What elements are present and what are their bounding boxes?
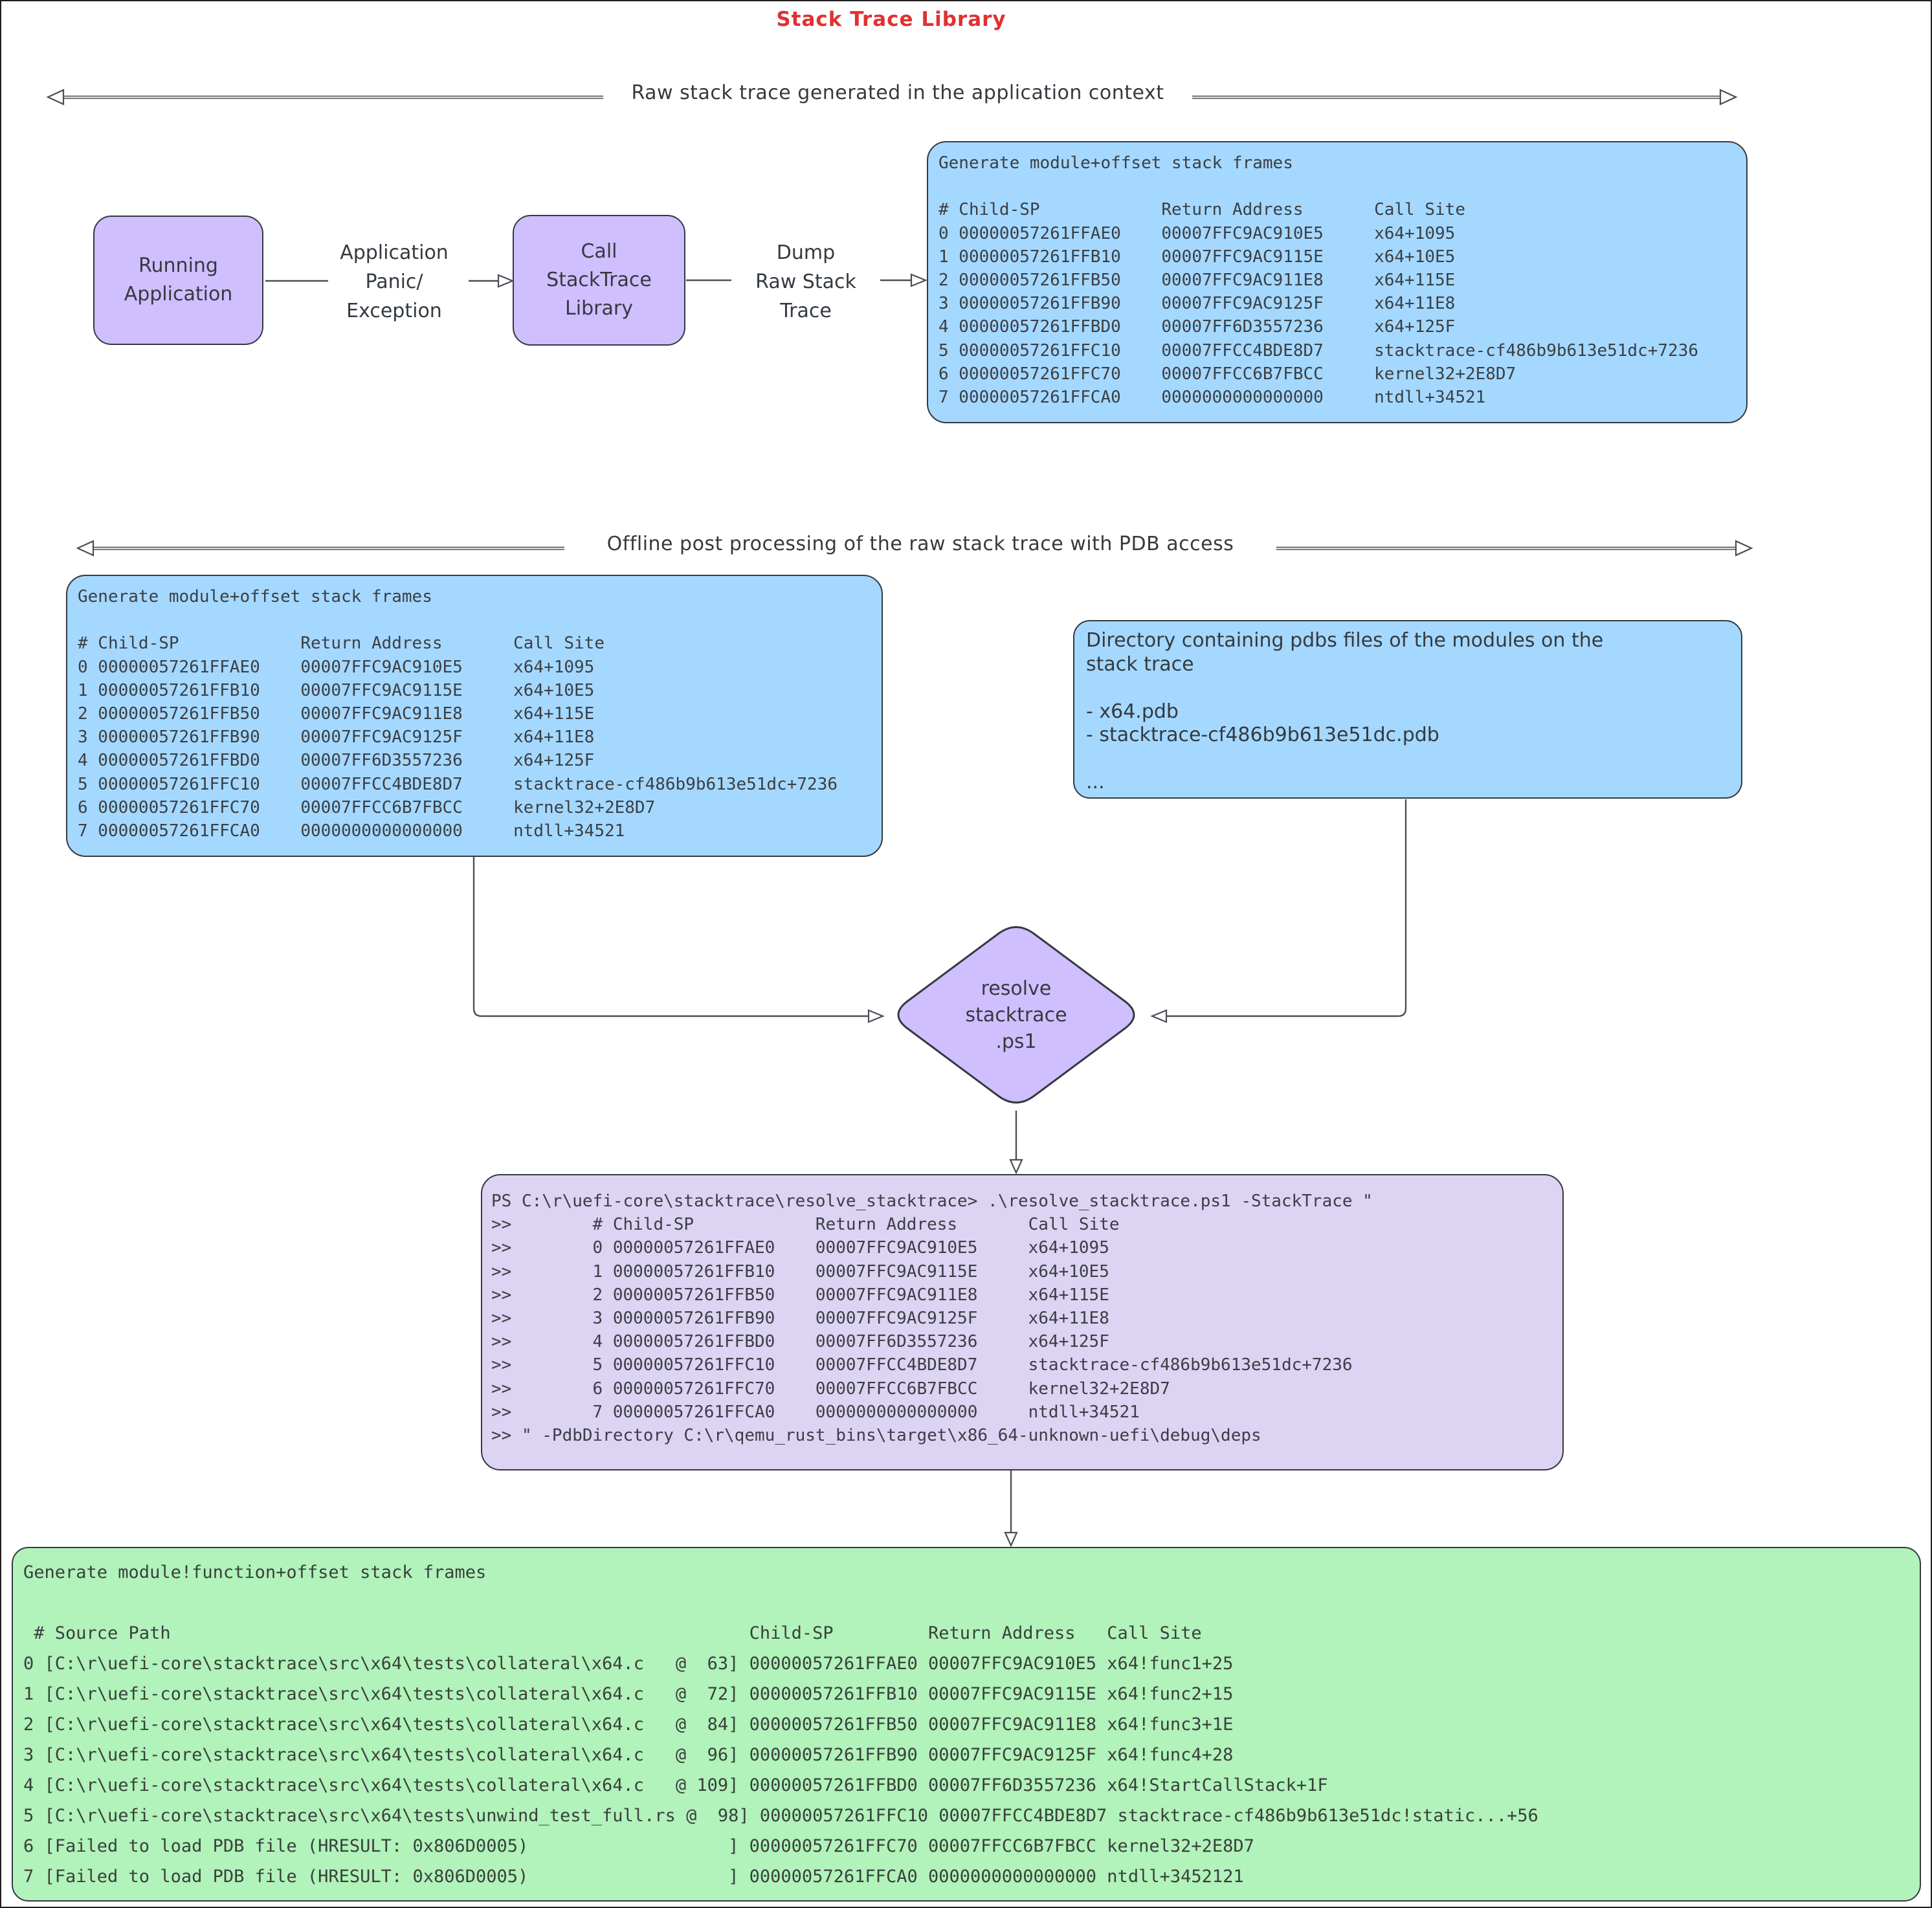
connector-pdb-to-diamond xyxy=(1166,799,1407,1017)
page-title: Stack Trace Library xyxy=(776,8,1006,31)
powershell-command-box: PS C:\r\uefi-core\stacktrace\resolve_sta… xyxy=(481,1174,1564,1470)
offline-stack-trace-box: Generate module+offset stack frames # Ch… xyxy=(66,575,883,857)
edge-label-dump-raw-stack-trace: Dump Raw Stack Trace xyxy=(731,238,880,326)
connector-trace-to-diamond xyxy=(472,857,869,1017)
raw-stack-trace-box: Generate module+offset stack frames # Ch… xyxy=(927,141,1748,423)
resolve-stacktrace-diamond-label: resolve stacktrace .ps1 xyxy=(965,977,1067,1053)
arrowhead-right xyxy=(1719,89,1738,105)
resolved-stack-frames-box: Generate module!function+offset stack fr… xyxy=(12,1547,1921,1902)
node-running-application: Running Application xyxy=(93,216,263,345)
section-label-offline: Offline post processing of the raw stack… xyxy=(564,533,1276,555)
pdb-directory-box: Directory containing pdbs files of the m… xyxy=(1073,620,1742,799)
node-call-stacktrace-library: Call StackTrace Library xyxy=(513,215,685,346)
section-label-raw: Raw stack trace generated in the applica… xyxy=(603,82,1192,104)
edge-label-application-panic: Application Panic/ Exception xyxy=(340,241,449,322)
arrowhead-left xyxy=(46,89,65,105)
